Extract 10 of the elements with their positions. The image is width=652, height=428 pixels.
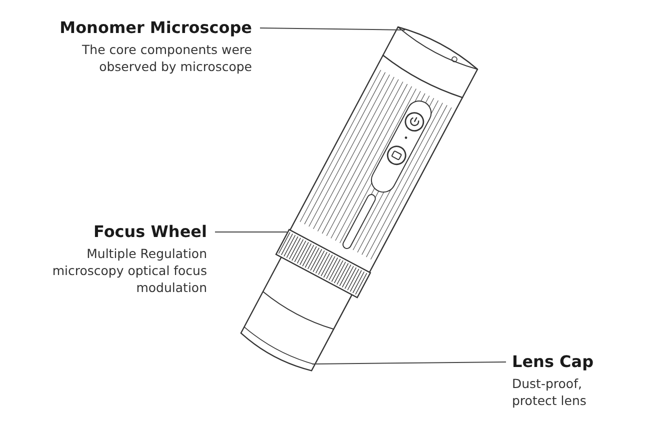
callout-description: Dust-proof, protect lens [512,375,588,409]
callout-description: Multiple Regulation microscopy optical focus modulation [51,245,207,296]
lens-cap-end [240,256,354,372]
callout-title: Lens Cap [512,352,595,372]
callout-description: The core components were observed by microscope [81,41,252,75]
top-cap [382,26,478,98]
callout-title: Monomer Microscope [58,18,252,38]
leader-line [312,362,506,364]
callout-title: Focus Wheel [92,222,207,242]
leader-line [260,28,406,30]
